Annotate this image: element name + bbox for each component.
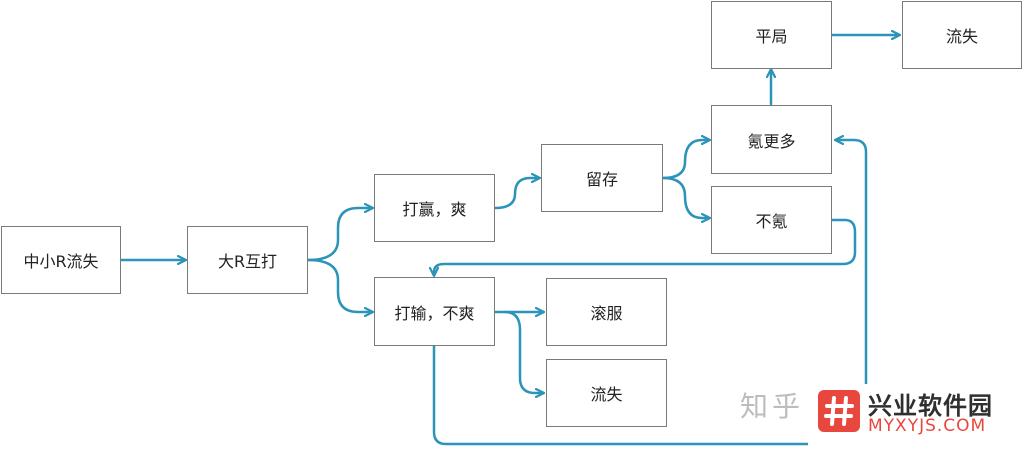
edge-lose-to-churn [503, 310, 543, 393]
node-small-r-churn: 中小R流失 [1, 226, 121, 294]
edge-retain-to-pay-more [661, 140, 709, 180]
node-win-happy: 打赢，爽 [374, 174, 495, 242]
edge-retain-to-no-pay [661, 176, 709, 218]
hash-icon [818, 390, 860, 432]
node-churn-bottom: 流失 [546, 359, 667, 427]
zhihu-watermark: 知乎 [740, 390, 805, 423]
node-no-pay: 不氪 [711, 186, 832, 254]
node-server-hop: 滚服 [546, 278, 667, 346]
node-retain: 留存 [541, 144, 663, 212]
node-churn-top: 流失 [902, 1, 1022, 69]
node-big-r-fight: 大R互打 [187, 226, 308, 294]
edge-big-r-to-win [306, 208, 372, 262]
brand-url: MYXYJS.COM [868, 416, 987, 436]
edge-win-to-retain [493, 178, 539, 210]
edge-big-r-to-lose [306, 258, 372, 312]
edge-no-pay-to-lose [434, 218, 857, 275]
brand-name: 兴业软件园 [868, 392, 993, 420]
node-lose-unhappy: 打输，不爽 [374, 277, 495, 346]
node-pay-more: 氪更多 [711, 105, 832, 174]
node-draw: 平局 [711, 1, 832, 69]
